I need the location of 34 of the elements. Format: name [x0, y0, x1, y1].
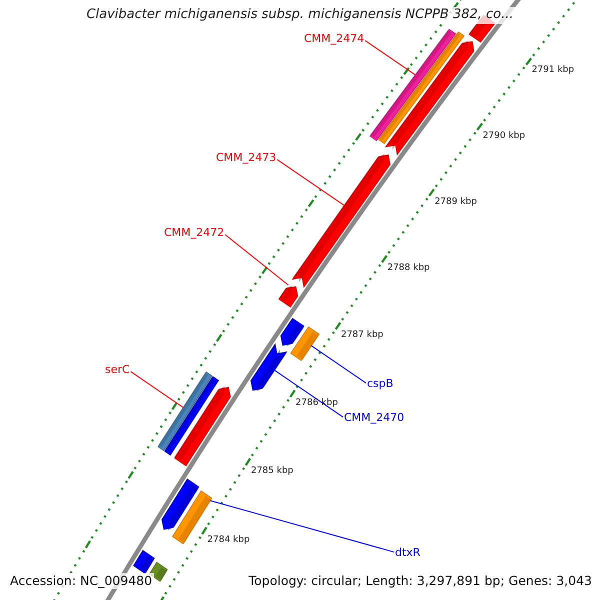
gene-feature [384, 40, 474, 156]
gene-feature [164, 376, 220, 456]
scale-label: 2791 kbp [532, 65, 574, 76]
leader-line [364, 40, 416, 76]
gene-feature [158, 372, 212, 452]
scale-label: 2784 kbp [207, 534, 250, 546]
gene-feature [280, 318, 304, 346]
gene-label: dtxR [395, 547, 420, 560]
summary-text: Topology: circular; Length: 3,297,891 bp; Genes: 3,043 [246, 573, 594, 590]
scale-label: 2789 kbp [434, 196, 477, 207]
gene-feature [278, 286, 298, 308]
gene-feature [161, 478, 200, 530]
scale-label: 2785 kbp [250, 466, 294, 476]
accession-text: Accession: NC_009480 [8, 573, 154, 590]
gene-feature [369, 28, 456, 142]
leader-line [276, 159, 344, 206]
gene-feature [290, 326, 320, 362]
gene-label: CMM_2470 [344, 412, 404, 425]
scale-label: 2790 kbp [482, 130, 526, 142]
gene-label: CMM_2473 [216, 152, 276, 165]
scale-label: 2787 kbp [340, 330, 384, 340]
leader-line [224, 234, 289, 286]
gene-label: serC [105, 364, 130, 377]
gene-feature [174, 386, 231, 466]
gene-label: CMM_2474 [304, 33, 364, 46]
gene-feature [250, 343, 288, 392]
leader-line [130, 371, 184, 408]
scale-label: 2788 kbp [387, 262, 430, 274]
scale-label: 2786 kbp [296, 398, 338, 408]
leader-line [274, 370, 344, 418]
gene-feature [378, 32, 465, 144]
gene-label: CMM_2472 [164, 227, 224, 240]
gene-label: cspB [367, 378, 394, 391]
gene-feature [133, 550, 155, 574]
